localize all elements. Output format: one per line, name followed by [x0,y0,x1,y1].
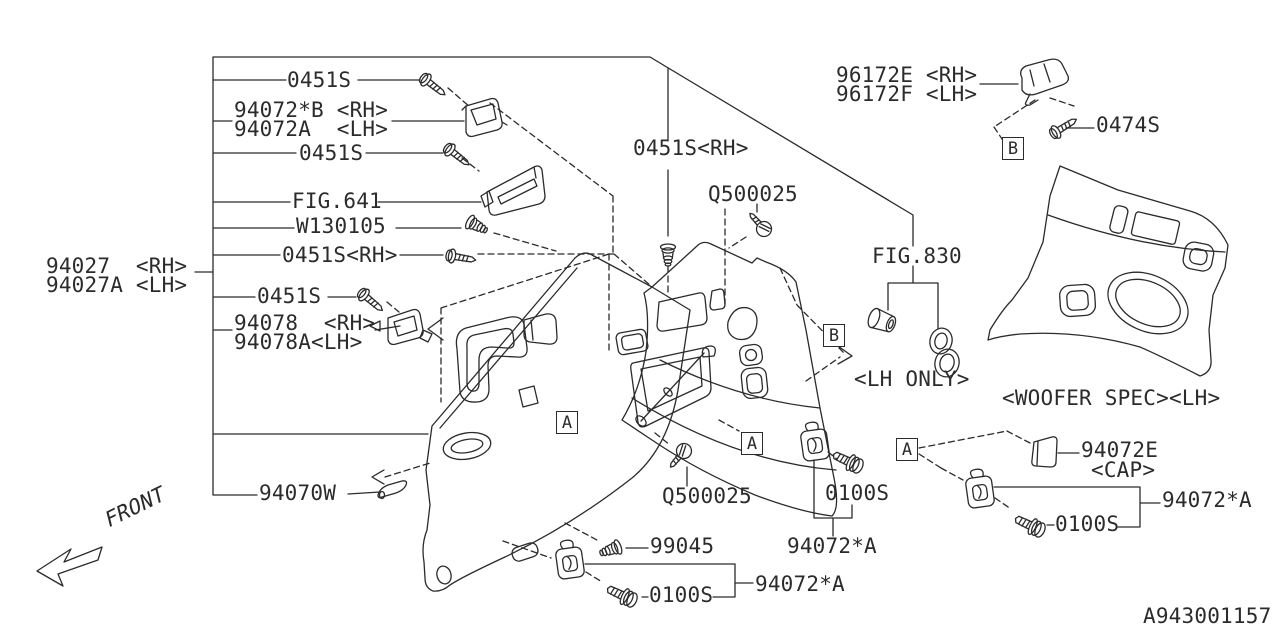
hook-icon-94072a-bottom [553,537,586,581]
screw-icon-q500025-bottom [664,439,696,473]
trim-panel-left [423,253,690,591]
screw-icon-0451s-2 [440,140,474,171]
strip-icon-94070w [378,481,407,499]
pin-icon-w130105 [463,213,491,239]
clip-icon-94072b [462,99,507,137]
hook-icon-94072a-center [798,419,831,463]
woofer-spec-panel [988,166,1228,376]
cap-icon-94072e [1032,437,1057,467]
duct-icon-fig641 [481,166,545,215]
screw-icon-q500025-top [743,207,776,241]
pin-icon-0451s-rh-center [659,243,677,267]
hook-icon-94072a-right [963,466,996,510]
screw-icon-0474s [1046,112,1081,142]
bolt-icon-0100s-center [829,446,867,477]
bolt-icon-0100s-right [1011,510,1049,541]
leader-lines [195,57,1160,597]
pin-icon-99045 [596,538,625,562]
clip-icon-fig830-cylinder [866,307,898,335]
bolt-icon-0100s-bottom [603,580,641,611]
screw-icon-0451s-3 [354,285,388,317]
clip-icon-94078 [370,310,432,345]
grommet-icon-fig830 [927,326,962,380]
arrowheads [372,318,852,484]
screw-icon-0451s-rh-left [444,247,478,268]
trim-panel-right [615,242,836,516]
screw-icon-0451s-1 [416,70,450,101]
clip-icon-96172 [1021,59,1069,105]
dashed-leaders [385,88,1074,582]
front-arrow-icon [37,547,102,586]
